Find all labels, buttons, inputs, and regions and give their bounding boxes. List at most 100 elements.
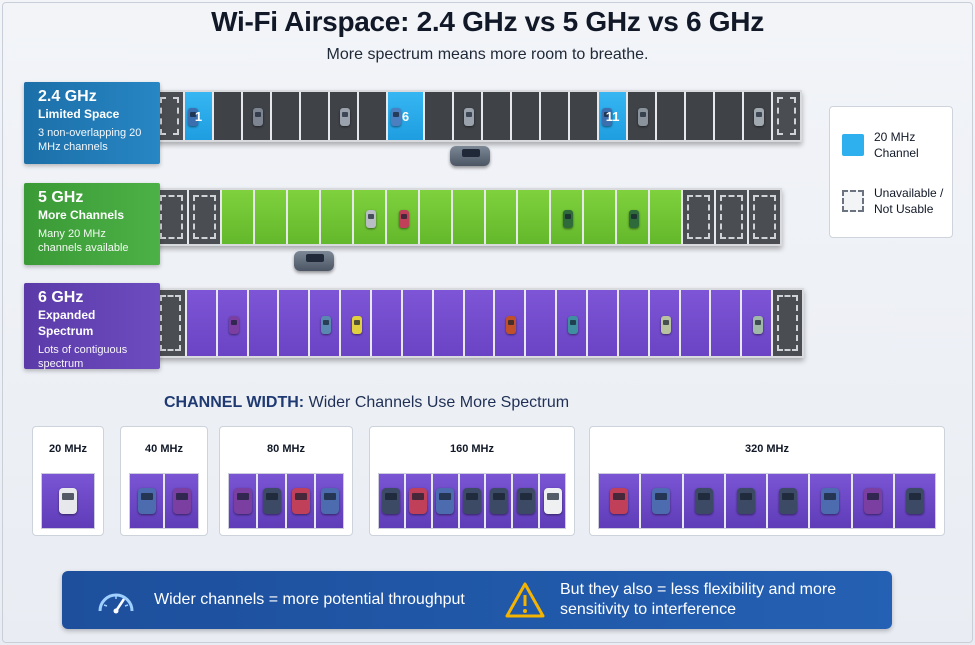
channel-width-slot bbox=[725, 474, 768, 528]
car-icon bbox=[863, 488, 882, 514]
car-icon bbox=[398, 210, 409, 228]
band-name: 5 GHz bbox=[38, 189, 84, 206]
channel-slot bbox=[372, 290, 403, 356]
car-icon bbox=[321, 316, 332, 334]
channel-slot bbox=[680, 290, 712, 356]
channel-number: 1 bbox=[194, 108, 203, 124]
channel-slot bbox=[495, 290, 527, 356]
band-card-6-ghz: 6 GHz Expanded Spectrum Lots of contiguo… bbox=[24, 283, 160, 370]
channel-slot bbox=[464, 290, 496, 356]
lane-5-ghz bbox=[154, 188, 782, 246]
channel-width-slot bbox=[165, 474, 198, 528]
car-icon bbox=[638, 108, 649, 126]
warning-icon bbox=[505, 582, 545, 618]
car-icon bbox=[463, 488, 481, 514]
parking-slot bbox=[214, 92, 243, 140]
channel-width-slot bbox=[852, 474, 895, 528]
channel-slot bbox=[551, 190, 585, 244]
channel-slot bbox=[287, 190, 321, 244]
channel-width-box: 20 MHz bbox=[32, 426, 104, 536]
channel-slot bbox=[353, 190, 387, 244]
channel-width-heading-bold: CHANNEL WIDTH: bbox=[164, 394, 305, 411]
channel-width-box: 160 MHz bbox=[369, 426, 575, 536]
band-desc: Lots of contiguous spectrum bbox=[38, 344, 128, 370]
car-icon bbox=[253, 108, 263, 126]
channel-slot bbox=[386, 190, 420, 244]
parking-slot bbox=[686, 92, 716, 140]
parking-slot bbox=[301, 92, 330, 140]
channel-slot: 6 bbox=[388, 92, 426, 140]
channel-width-slot bbox=[810, 474, 853, 528]
channel-width-slot bbox=[540, 474, 566, 528]
channel-width-heading-text: Wider Channels Use More Spectrum bbox=[308, 394, 570, 411]
car-icon bbox=[436, 488, 455, 514]
car-icon bbox=[753, 316, 764, 334]
parking-slot bbox=[330, 92, 359, 140]
parking-slot bbox=[744, 92, 774, 140]
channel-slot bbox=[557, 290, 589, 356]
legend-item-unavailable: Unavailable / Not Usable bbox=[842, 185, 950, 217]
car-icon bbox=[905, 488, 924, 514]
legend-label: 20 MHz Channel bbox=[874, 130, 919, 160]
parking-slot bbox=[454, 92, 484, 140]
car-icon bbox=[694, 488, 713, 514]
channel-width-slot bbox=[894, 474, 935, 528]
channel-slot bbox=[584, 190, 618, 244]
channel-width-slot bbox=[432, 474, 460, 528]
band-name: 6 GHz bbox=[38, 289, 84, 306]
car-icon bbox=[660, 316, 671, 334]
parking-slot bbox=[425, 92, 455, 140]
page-title: Wi-Fi Airspace: 2.4 GHz vs 5 GHz vs 6 GH… bbox=[211, 6, 764, 37]
band-sub: Limited Space bbox=[38, 107, 120, 121]
channel-slot bbox=[711, 290, 743, 356]
channel-slot bbox=[650, 190, 684, 244]
channel-width-slots bbox=[228, 473, 344, 529]
footer-left-text: Wider channels = more potential throughp… bbox=[154, 591, 465, 608]
car-icon bbox=[233, 488, 252, 514]
parking-slot bbox=[483, 92, 513, 140]
parking-slot bbox=[359, 92, 388, 140]
channel-width-heading: CHANNEL WIDTH: Wider Channels Use More S… bbox=[164, 394, 569, 412]
car-icon bbox=[137, 488, 156, 514]
unavailable-slot bbox=[683, 190, 717, 244]
unavailable-slot bbox=[716, 190, 750, 244]
channel-slot bbox=[341, 290, 373, 356]
unavailable-slot bbox=[749, 190, 781, 244]
car-icon bbox=[563, 210, 574, 228]
channel-number: 11 bbox=[605, 108, 620, 124]
parking-slot bbox=[272, 92, 301, 140]
channel-slot: 11 bbox=[599, 92, 629, 140]
channel-width-box: 40 MHz bbox=[120, 426, 208, 536]
unavailable-slot bbox=[156, 290, 187, 356]
car-icon bbox=[516, 488, 535, 514]
channel-slot bbox=[279, 290, 311, 356]
speedometer-icon bbox=[98, 593, 134, 614]
car-icon bbox=[382, 488, 401, 514]
channel-slot bbox=[518, 190, 552, 244]
car-icon bbox=[543, 488, 562, 514]
channel-width-box: 80 MHz bbox=[219, 426, 353, 536]
parking-slot bbox=[243, 92, 272, 140]
unavailable-slot bbox=[156, 92, 185, 140]
car-icon bbox=[228, 316, 239, 334]
channel-width-slots bbox=[41, 473, 95, 529]
channel-width-slot bbox=[599, 474, 642, 528]
car-icon bbox=[409, 488, 428, 514]
channel-number: 6 bbox=[401, 108, 410, 124]
car-icon bbox=[754, 108, 765, 126]
car-icon bbox=[291, 488, 310, 514]
channel-slot bbox=[310, 290, 342, 356]
band-desc: 3 non-overlapping 20 MHz channels bbox=[38, 127, 142, 153]
channel-width-slot bbox=[641, 474, 684, 528]
parking-slot bbox=[570, 92, 600, 140]
channel-slot bbox=[433, 290, 465, 356]
channel-width-slot bbox=[130, 474, 165, 528]
parking-slot bbox=[657, 92, 687, 140]
channel-slot bbox=[186, 290, 218, 356]
car-icon bbox=[779, 488, 798, 514]
channel-width-slot bbox=[459, 474, 487, 528]
car-icon bbox=[464, 108, 475, 126]
car-icon bbox=[629, 210, 640, 228]
